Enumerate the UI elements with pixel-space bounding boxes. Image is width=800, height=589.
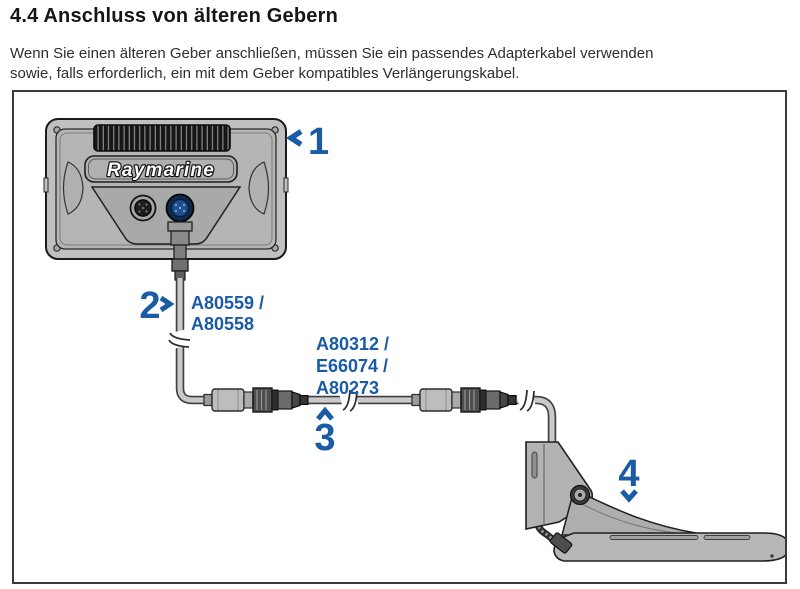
connector-recess-panel [90,186,242,245]
callout-2-arrow-right-icon [159,295,175,313]
callout-3-arrow-up-icon [316,406,334,421]
cable-connector-joint-1 [203,387,309,413]
svg-text:E66074 /: E66074 / [316,356,388,376]
adapter-cable-part-numbers: A80559 / A80558 [191,293,264,334]
intro-line-1: Wenn Sie einen älteren Geber anschließen… [10,45,654,62]
svg-text:A80558: A80558 [191,314,254,334]
callout-4-number: 4 [618,453,639,495]
callout-1-arrow-left-icon [285,129,303,147]
cable-connector-joint-2 [411,387,517,413]
intro-line-2: sowie, falls erforderlich, ein mit dem G… [10,64,520,82]
bracket-slot [531,451,538,479]
transducer [525,441,785,562]
pivot-bolt [569,484,591,506]
display-unit: Raymarine [43,118,289,281]
transducer-slot [609,535,699,540]
svg-text:A80312 /: A80312 / [316,334,389,354]
adapter-cable [175,278,206,405]
extension-cable-part-numbers: A80312 / E66074 / A80273 [316,334,389,398]
side-tab [283,177,289,193]
right-clip [248,161,270,215]
diagram-panel: Raymarine [12,90,787,584]
transducer-plug [167,221,193,281]
callout-3-number: 3 [314,417,335,459]
svg-text:A80273: A80273 [316,378,379,398]
cable-break-icon [514,385,538,415]
callout-4-arrow-down-icon [620,489,638,503]
brand-logo-text: Raymarine [107,160,215,181]
power-connector-port [129,194,157,222]
connection-diagram: Raymarine [43,118,785,562]
page-title: 4.4 Anschluss von älteren Gebern [10,5,338,27]
left-clip [62,161,84,215]
brand-badge: Raymarine [84,155,238,183]
cable-break-icon [165,327,195,351]
callout-1-number: 1 [308,121,329,163]
transducer-nose-plug [549,532,573,554]
transducer-slot [703,535,751,540]
side-tab [43,177,49,193]
callout-2-number: 2 [139,285,160,327]
intro-text: Wenn Sie einen älteren Geber anschließen… [10,44,794,83]
vent-grille [93,124,231,152]
svg-text:A80559 /: A80559 / [191,293,264,313]
transducer-cable [514,395,557,450]
transducer-port [165,193,195,223]
